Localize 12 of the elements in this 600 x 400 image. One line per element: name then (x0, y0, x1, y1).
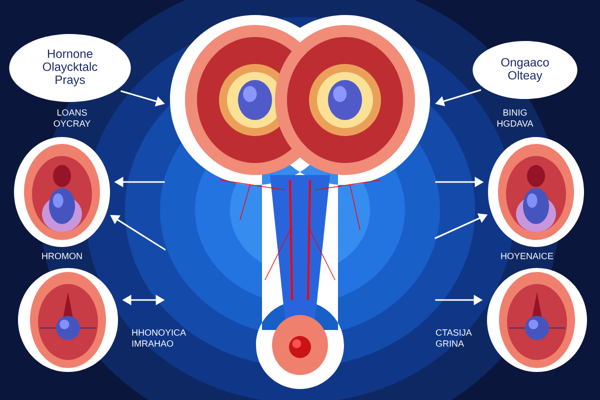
caption-text: LOANS OYCRAY (54, 109, 90, 127)
speech-bubble: Hornone Olaycktalc Prays (9, 34, 131, 102)
organ-drawing (14, 137, 110, 247)
organ-drawing (18, 268, 118, 372)
organ-drawing (487, 268, 587, 372)
organ-drawing (488, 137, 584, 247)
speech-bubble: Ongaaco Olteay (472, 41, 578, 99)
caption-text: HOYENAICE (501, 252, 554, 260)
caption-text: HHONOYICA IMRAHAO (132, 329, 186, 347)
caption-text: CTASIJA GRINA (436, 329, 472, 347)
caption-text: BINIG HGDAVA (497, 109, 534, 127)
caption-text: HROMON (42, 252, 82, 260)
